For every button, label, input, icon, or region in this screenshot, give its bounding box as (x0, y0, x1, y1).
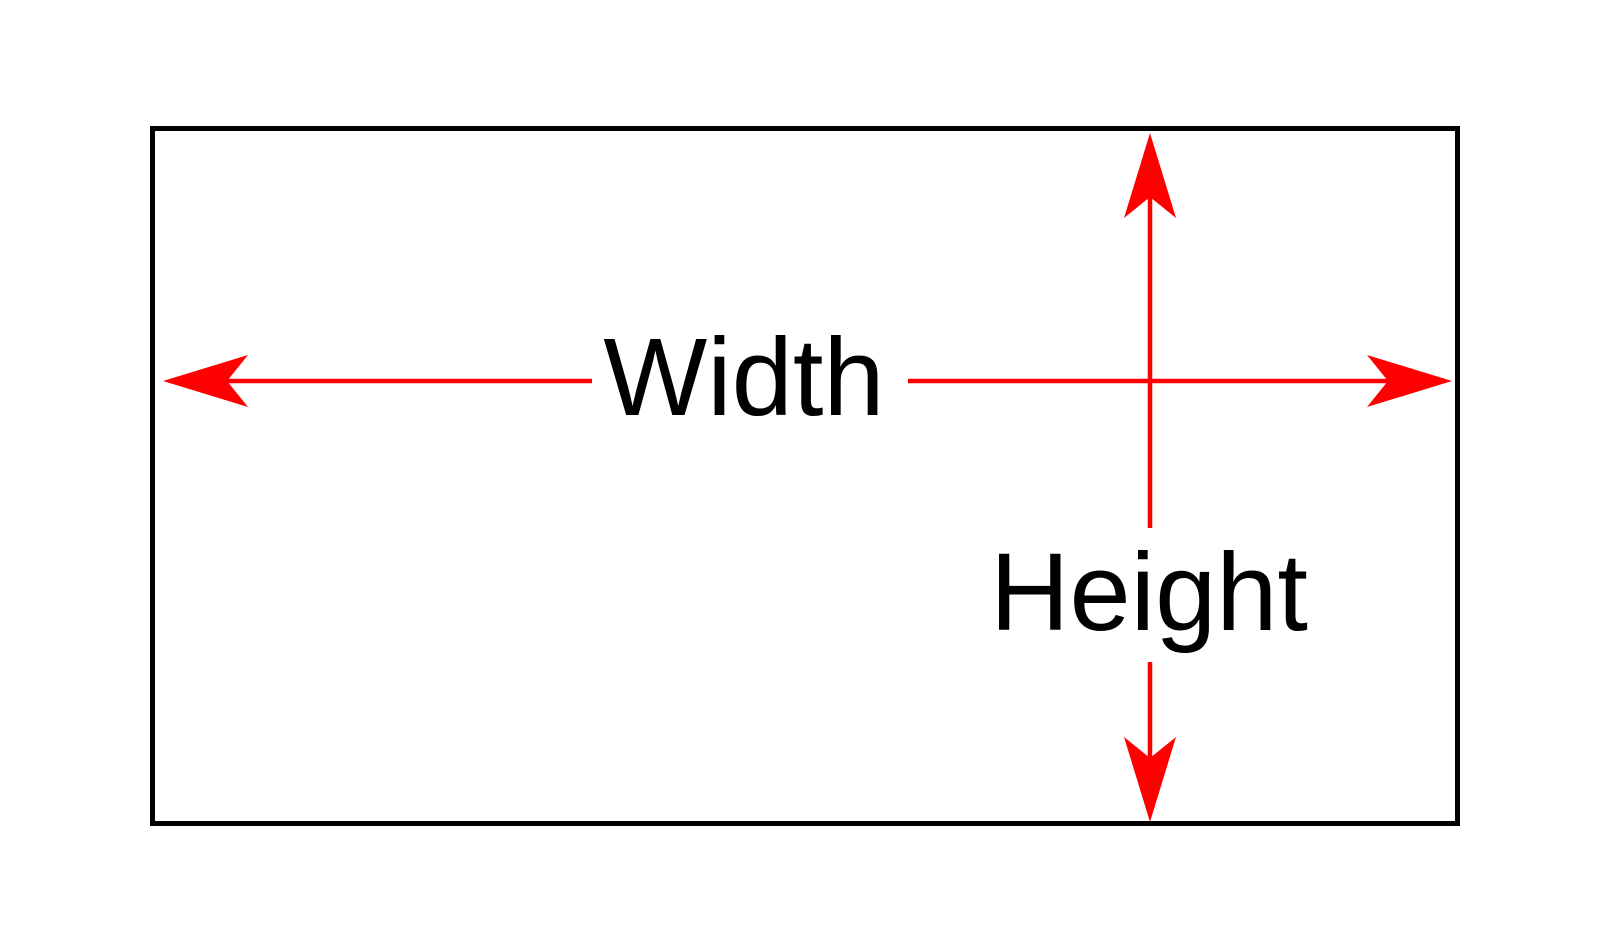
height-label: Height (990, 531, 1308, 654)
width-label: Width (603, 316, 884, 439)
up-arrowhead-icon (1124, 133, 1176, 218)
down-arrowhead-icon (1124, 737, 1176, 822)
rectangle-outline (150, 126, 1460, 826)
right-arrowhead-icon (1367, 355, 1452, 407)
left-arrowhead-icon (163, 355, 248, 407)
height-arrow (1124, 133, 1176, 822)
